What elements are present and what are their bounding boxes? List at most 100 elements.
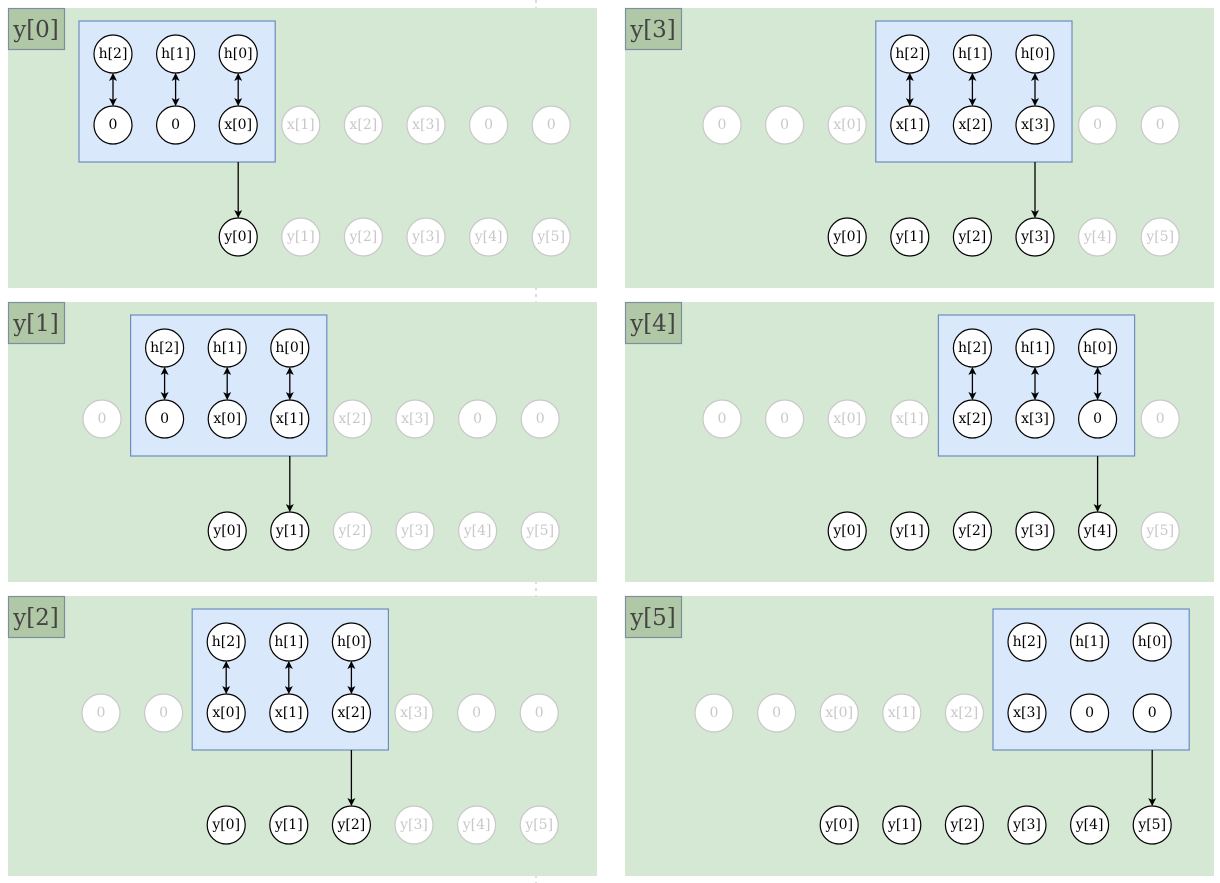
node-label: x[0]	[213, 411, 241, 427]
node-label: y[1]	[895, 523, 924, 539]
node-circle	[206, 622, 246, 662]
node-label: y[0]	[824, 817, 853, 833]
input-node: 0	[145, 399, 185, 439]
node-circle	[1015, 511, 1055, 551]
node-circle	[458, 511, 498, 551]
output-node: y[2]	[952, 511, 993, 551]
node-circle	[1140, 511, 1180, 551]
node-circle	[520, 511, 560, 551]
node-label: x[2]	[338, 705, 366, 721]
node-circle	[952, 399, 993, 439]
node-label: y[2]	[337, 817, 366, 833]
node-circle	[281, 217, 321, 257]
node-label: x[0]	[833, 117, 861, 133]
output-node: y[5]	[1140, 217, 1180, 257]
node-circle	[457, 693, 497, 733]
node-circle	[270, 328, 310, 368]
node-circle	[1015, 34, 1055, 74]
output-node: y[1]	[882, 805, 922, 845]
node-circle	[269, 693, 309, 733]
output-node: y[2]	[343, 217, 383, 257]
output-node: y[5]	[531, 217, 571, 257]
node-label: y[5]	[536, 229, 565, 245]
panel-title: y[3]	[629, 17, 676, 43]
node-circle	[882, 805, 922, 845]
node-circle	[1007, 805, 1047, 845]
node-label: x[3]	[412, 117, 440, 133]
node-label: h[2]	[958, 340, 987, 356]
input-node: x[0]	[218, 105, 258, 145]
node-circle	[882, 693, 922, 733]
input-node: x[0]	[207, 399, 247, 439]
input-node: 0	[1069, 693, 1110, 733]
node-label: y[0]	[832, 229, 861, 245]
node-circle	[93, 34, 133, 74]
node-label: y[5]	[524, 817, 553, 833]
node-circle	[1007, 622, 1047, 662]
node-label: h[1]	[161, 46, 190, 62]
node-circle	[944, 805, 985, 845]
node-circle	[331, 622, 371, 662]
node-label: h[2]	[99, 46, 128, 62]
node-circle	[1077, 328, 1118, 368]
node-label: y[4]	[474, 229, 503, 245]
node-label: y[4]	[1083, 229, 1112, 245]
node-circle	[281, 105, 321, 145]
input-node: x[1]	[890, 105, 930, 145]
node-label: 0	[1156, 411, 1165, 427]
output-node: y[3]	[1015, 511, 1055, 551]
node-label: 0	[109, 117, 118, 133]
node-label: x[2]	[350, 117, 378, 133]
input-node: 0	[756, 693, 797, 733]
node-label: x[3]	[1013, 705, 1041, 721]
node-label: 0	[780, 411, 789, 427]
node-label: h[0]	[275, 340, 304, 356]
input-node: 0	[1077, 399, 1118, 439]
node-circle	[520, 399, 560, 439]
node-label: h[1]	[1021, 340, 1050, 356]
panel-title: y[0]	[12, 17, 59, 43]
node-circle	[1069, 693, 1110, 733]
kernel-node: h[2]	[890, 34, 930, 74]
output-node: y[3]	[1007, 805, 1047, 845]
node-label: h[1]	[1075, 634, 1104, 650]
node-label: x[2]	[339, 411, 367, 427]
node-circle	[819, 693, 859, 733]
node-label: y[1]	[275, 523, 304, 539]
node-circle	[144, 693, 184, 733]
node-circle	[1132, 693, 1172, 733]
input-node: 0	[144, 693, 184, 733]
panel-label-box	[7, 301, 66, 345]
node-circle	[269, 622, 309, 662]
node-label: x[0]	[825, 705, 853, 721]
node-circle	[206, 805, 246, 845]
node-circle	[145, 328, 185, 368]
panel-label-box	[624, 595, 683, 639]
node-circle	[1140, 217, 1180, 257]
output-node: y[2]	[331, 805, 371, 845]
input-node: 0	[93, 105, 133, 145]
node-label: y[4]	[1083, 523, 1112, 539]
output-node: y[5]	[519, 805, 559, 845]
panel-title: y[2]	[12, 605, 59, 631]
node-circle	[1132, 805, 1172, 845]
input-node: x[3]	[395, 399, 435, 439]
node-label: x[1]	[276, 411, 304, 427]
node-label: x[0]	[833, 411, 861, 427]
panel-label-box	[7, 7, 66, 51]
input-node: 0	[702, 105, 742, 145]
output-node: y[1]	[281, 217, 321, 257]
input-node: 0	[519, 693, 559, 733]
input-node: 0	[1077, 105, 1118, 145]
input-node: 0	[82, 399, 122, 439]
kernel-node: h[1]	[1015, 328, 1055, 368]
node-circle	[218, 217, 258, 257]
output-node: y[4]	[1069, 805, 1110, 845]
node-label: x[2]	[959, 117, 987, 133]
node-circle	[952, 511, 993, 551]
node-circle	[764, 105, 805, 145]
node-label: 0	[710, 705, 719, 721]
output-node: y[4]	[458, 511, 498, 551]
node-circle	[952, 217, 993, 257]
